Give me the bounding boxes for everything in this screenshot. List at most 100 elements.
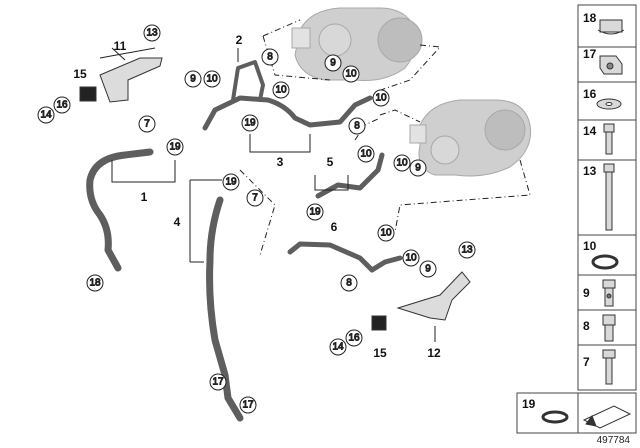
svg-text:10: 10 [360, 149, 372, 160]
svg-text:8: 8 [346, 278, 352, 289]
legend-num-19: 19 [522, 397, 536, 411]
callout-10-a: 10 [203, 70, 221, 88]
legend-num-14: 14 [583, 124, 597, 138]
legend-num-8: 8 [583, 319, 590, 333]
group-5: 5 [327, 155, 334, 169]
legend-num-17: 17 [583, 47, 597, 61]
hollow-screw-icon [602, 314, 616, 342]
damper-15-left [79, 86, 97, 102]
svg-text:10: 10 [380, 228, 392, 239]
banjo-bolt-icon [602, 279, 616, 307]
callout-9-c: 9 [409, 159, 427, 177]
callout-16-b: 16 [345, 329, 363, 347]
bracket-11 [99, 57, 163, 103]
damper-15-right [371, 315, 387, 331]
callout-8-b: 8 [348, 117, 366, 135]
socket-screw-icon [602, 349, 616, 385]
group-3: 3 [277, 155, 284, 169]
svg-text:10: 10 [345, 69, 357, 80]
turbocharger-lower [409, 99, 532, 177]
diagram-id-label: 497784 [596, 435, 630, 446]
callout-17-a: 17 [209, 373, 227, 391]
svg-text:8: 8 [267, 52, 273, 63]
svg-text:17: 17 [212, 377, 224, 388]
legend-num-7: 7 [583, 355, 590, 369]
svg-text:14: 14 [40, 110, 52, 121]
svg-text:10: 10 [405, 253, 417, 264]
callout-8-a: 8 [261, 48, 279, 66]
group-11: 11 [114, 39, 127, 53]
group-leaders [99, 47, 436, 342]
brackets [79, 57, 471, 331]
callout-14-a: 14 [37, 106, 55, 124]
callout-19-d: 19 [306, 203, 324, 221]
callout-9-b: 9 [324, 54, 342, 72]
svg-text:8: 8 [354, 121, 360, 132]
callout-10-f: 10 [393, 154, 411, 172]
oil-line-6 [287, 241, 403, 273]
legend-num-10: 10 [583, 239, 597, 253]
oil-line-3 [202, 95, 373, 131]
callout-10-c: 10 [342, 65, 360, 83]
svg-text:13: 13 [461, 245, 473, 256]
svg-text:10: 10 [396, 158, 408, 169]
callout-8-c: 8 [340, 274, 358, 292]
svg-text:9: 9 [190, 74, 196, 85]
group-12: 12 [427, 346, 441, 360]
group-2: 2 [236, 33, 243, 47]
svg-text:10: 10 [206, 74, 218, 85]
clip-icon [599, 55, 623, 75]
legend-num-18: 18 [583, 11, 597, 25]
svg-text:19: 19 [244, 118, 256, 129]
group-numbers: 1 2 3 4 5 6 11 12 15 15 [73, 33, 441, 360]
group-4: 4 [174, 215, 181, 229]
svg-text:14: 14 [332, 342, 344, 353]
hose-clamp-icon [597, 19, 625, 35]
legend-panel [516, 4, 637, 434]
svg-text:10: 10 [375, 93, 387, 104]
callout-19-b: 19 [241, 114, 259, 132]
callout-9-a: 9 [184, 70, 202, 88]
svg-text:9: 9 [415, 163, 421, 174]
oil-line-1 [86, 148, 154, 272]
svg-text:17: 17 [242, 400, 254, 411]
callout-9-d: 9 [419, 260, 437, 278]
legend-num-13: 13 [583, 164, 597, 178]
callout-14-b: 14 [329, 338, 347, 356]
legend-num-16: 16 [583, 87, 597, 101]
callout-13-a: 13 [143, 24, 161, 42]
callout-19-a: 19 [166, 138, 184, 156]
callout-10-g: 10 [377, 224, 395, 242]
svg-text:16: 16 [56, 100, 68, 111]
oil-line-2 [231, 60, 265, 102]
bracket-12 [396, 271, 471, 321]
oil-line-5 [315, 152, 385, 199]
group-6: 6 [331, 220, 338, 234]
svg-text:9: 9 [425, 264, 431, 275]
svg-text:19: 19 [169, 142, 181, 153]
svg-text:19: 19 [225, 177, 237, 188]
washer-icon [596, 98, 622, 110]
svg-text:18: 18 [89, 278, 101, 289]
callout-10-d: 10 [372, 89, 390, 107]
group-15-b: 15 [373, 346, 387, 360]
callout-10-h: 10 [402, 249, 420, 267]
arrow-icon [582, 405, 632, 429]
callout-7-a: 7 [138, 115, 156, 133]
callout-10-b: 10 [272, 81, 290, 99]
gasket-ring-icon [541, 410, 569, 424]
hex-bolt-icon [603, 123, 615, 155]
legend-numbers: 18 17 16 14 13 10 9 8 7 19 [522, 11, 597, 411]
callout-13-b: 13 [458, 241, 476, 259]
svg-text:9: 9 [330, 58, 336, 69]
hoses [86, 60, 403, 422]
group-15-a: 15 [73, 67, 87, 81]
callout-18-b: 17 [239, 396, 257, 414]
svg-text:7: 7 [144, 119, 150, 130]
svg-text:13: 13 [146, 28, 158, 39]
svg-text:7: 7 [252, 193, 258, 204]
callout-16-a: 16 [53, 96, 71, 114]
legend-num-9: 9 [583, 286, 590, 300]
